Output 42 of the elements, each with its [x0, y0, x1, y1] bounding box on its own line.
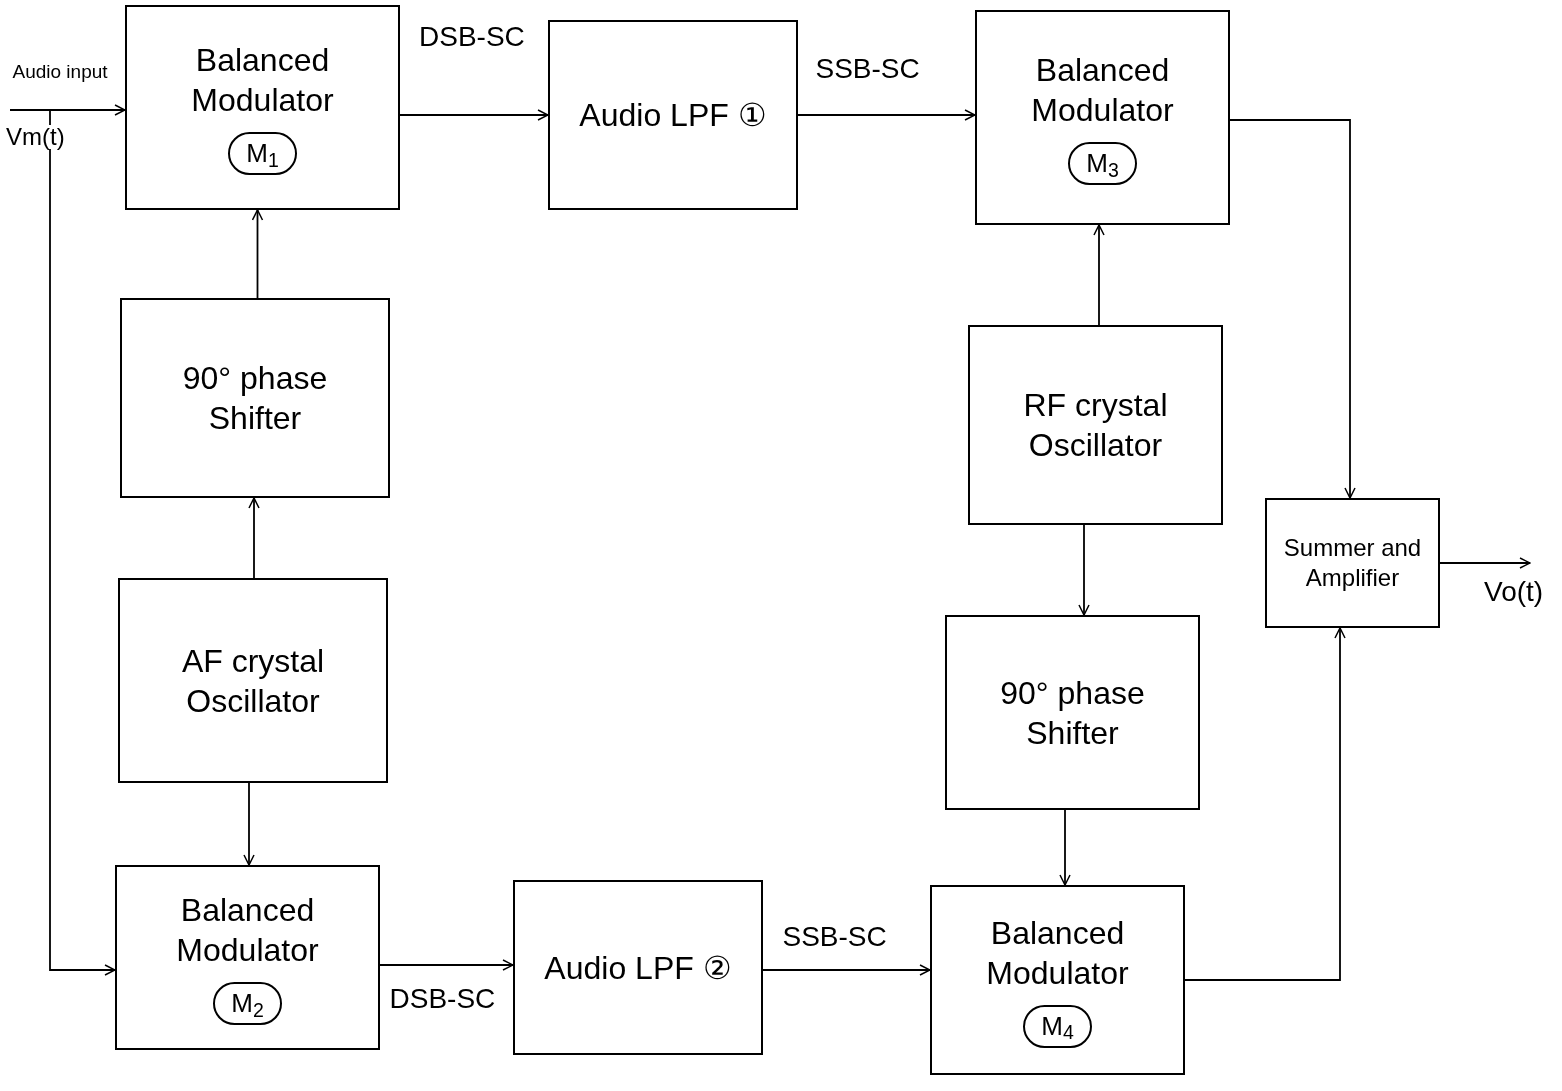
block-box — [975, 10, 1230, 225]
block-box — [548, 20, 798, 210]
arrow — [251, 209, 264, 299]
block-box — [945, 615, 1200, 810]
arrow — [1078, 524, 1090, 616]
block-label: Balanced Modulator — [175, 891, 320, 970]
block-number: M$_{2}$ — [213, 982, 282, 1025]
arrow — [248, 497, 260, 579]
block-label: Balanced Modulator — [190, 41, 335, 120]
block-box — [118, 578, 388, 783]
block-number: M$_{3}$ — [1068, 142, 1137, 185]
arrow — [1229, 119, 1356, 499]
block-box — [513, 880, 763, 1055]
block-box — [125, 5, 400, 210]
block-box — [968, 325, 1223, 525]
arrow — [399, 109, 549, 121]
block-number: M$_{4}$ — [1023, 1004, 1092, 1048]
arrow — [762, 964, 931, 976]
block-box — [115, 865, 380, 1050]
block-label: 90° phase Shifter — [999, 673, 1146, 753]
arrow — [379, 959, 514, 971]
block-label: AF crystal Oscillator — [180, 641, 326, 721]
block-box — [930, 885, 1185, 1075]
arrow — [1439, 557, 1531, 569]
block-label: Audio LPF ② — [544, 948, 732, 988]
arrow — [1093, 224, 1105, 326]
block-label: RF crystal Oscillator — [1022, 386, 1169, 465]
block-number: M$_{1}$ — [228, 132, 297, 175]
arrow — [1059, 809, 1071, 886]
signal-label: Vm(t) — [6, 125, 65, 149]
arrow — [1184, 627, 1346, 981]
block-box — [1265, 498, 1440, 628]
arrow — [243, 782, 255, 866]
block-label: Audio LPF ① — [579, 96, 767, 135]
block-label: 90° phase Shifter — [181, 359, 329, 438]
arrow — [9, 104, 126, 116]
arrow — [49, 109, 116, 976]
arrow — [797, 109, 976, 121]
block-label: Summer and Amplifier — [1282, 533, 1423, 593]
block-box — [120, 298, 390, 498]
block-label: Balanced Modulator — [985, 913, 1130, 993]
block-label: Balanced Modulator — [1030, 51, 1175, 130]
